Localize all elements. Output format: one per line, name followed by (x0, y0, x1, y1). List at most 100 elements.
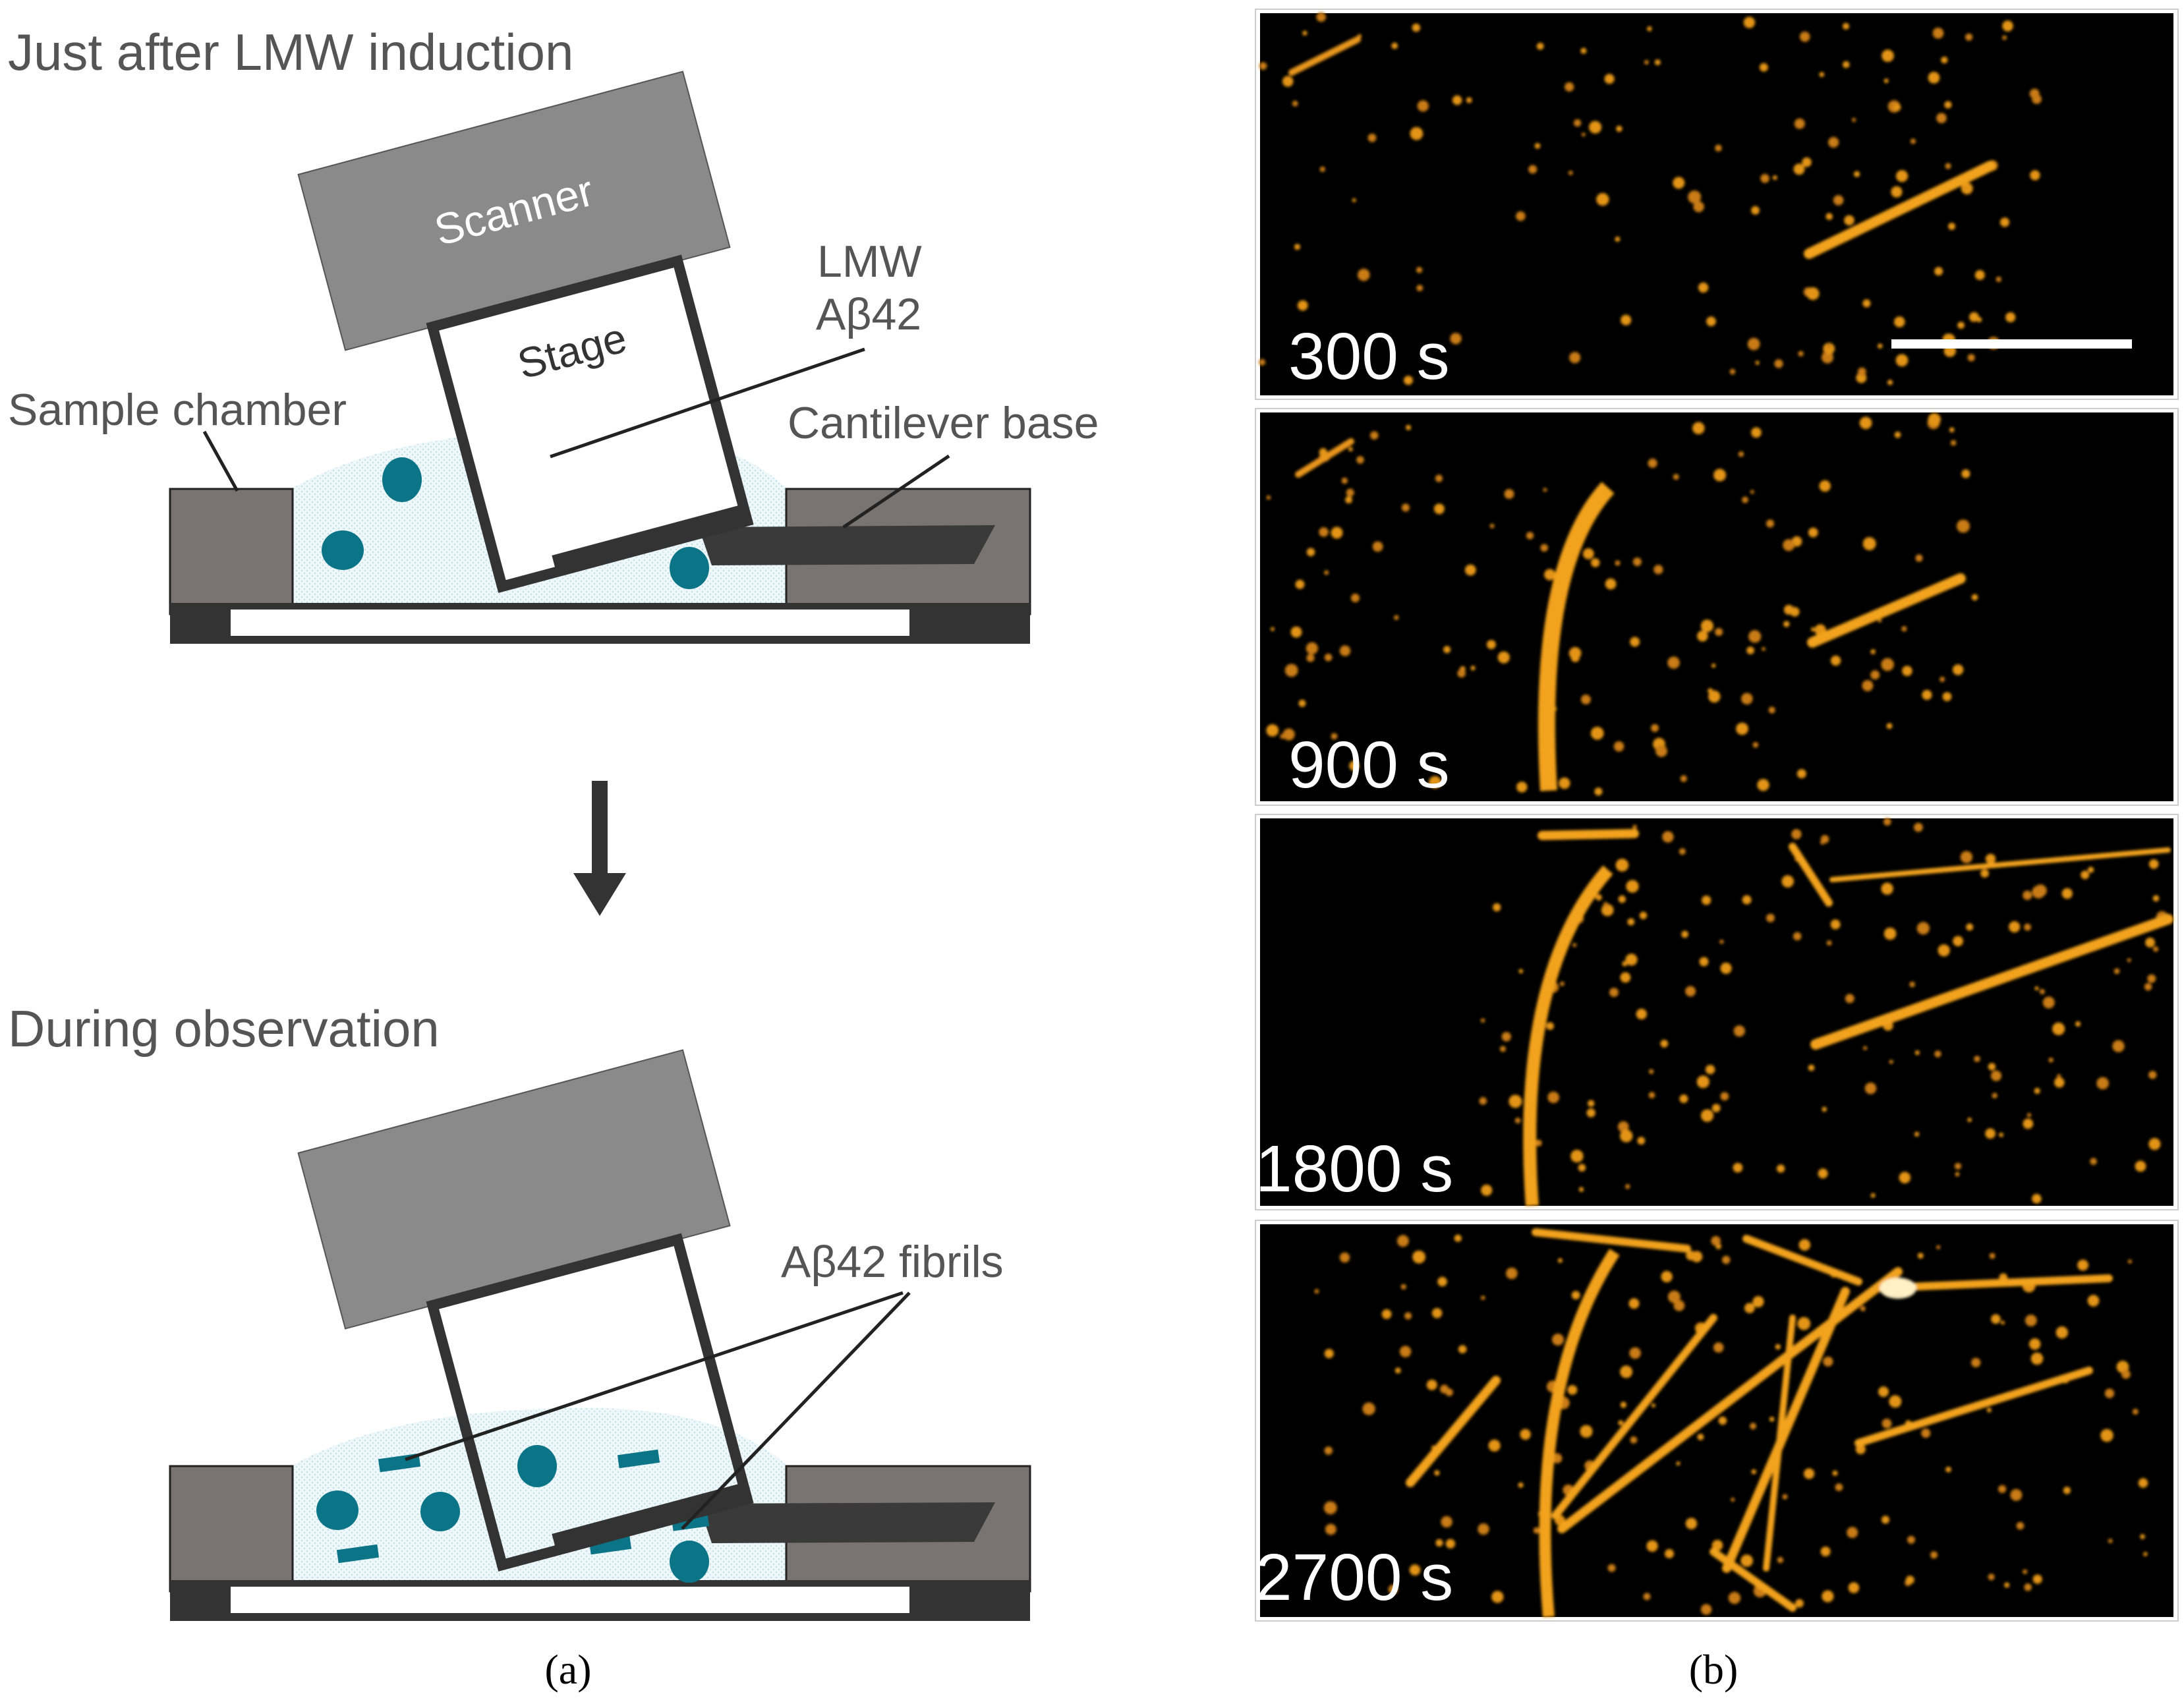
afm-speckle (1696, 1075, 1710, 1089)
afm-speckle (1416, 285, 1423, 292)
afm-speckle (2100, 1429, 2113, 1442)
afm-speckle (1859, 416, 1872, 430)
afm-speckle (1362, 1402, 1375, 1415)
afm-speckle (1298, 699, 1306, 707)
afm-frame-2700s: 2700 s (1255, 1220, 2179, 1622)
afm-speckle (1481, 1295, 1485, 1300)
afm-speckle (1729, 368, 1736, 375)
afm-speckle (1870, 670, 1880, 680)
afm-speckle (1662, 831, 1674, 843)
afm-speckle (1680, 775, 1687, 782)
lmw-label: LMW (817, 237, 922, 287)
afm-speckle (1372, 541, 1383, 552)
afm-speckle (2052, 1022, 2065, 1035)
afm-speckle (1889, 1060, 1893, 1064)
afm-speckle (1902, 666, 1912, 676)
afm-speckle (1391, 42, 1398, 49)
afm-speckle (1325, 1523, 1336, 1535)
afm-speckle (1572, 943, 1577, 948)
afm-speckle (2075, 1021, 2081, 1027)
afm-speckle (2148, 1071, 2157, 1079)
afm-speckle (1731, 1497, 1735, 1502)
afm-speckle (1945, 1466, 1951, 1473)
afm-speckle (1957, 322, 1965, 329)
afm-speckle (1752, 1295, 1764, 1308)
transition-arrow (573, 781, 626, 916)
afm-speckle (1862, 537, 1876, 551)
afm-speckle (2016, 1521, 2025, 1530)
afm-speckle (2077, 1259, 2089, 1271)
afm-speckle (1528, 165, 1537, 174)
afm-speckle (1862, 299, 1871, 308)
afm-speckle (1822, 1106, 1827, 1112)
afm-speckle (2009, 921, 2021, 933)
lmw-particle (670, 1541, 709, 1583)
afm-speckle (1648, 1092, 1655, 1098)
afm-speckle (1349, 760, 1360, 771)
scanner-stage-top: Scanner Stage (297, 71, 754, 593)
afm-speckle (1820, 835, 1829, 843)
afm-speckle (1339, 1252, 1350, 1263)
afm-speckle (1643, 1593, 1651, 1601)
afm-speckle (1961, 469, 1970, 478)
afm-speckle (1412, 23, 1421, 32)
afm-speckle (1509, 1094, 1522, 1108)
afm-speckle (2030, 170, 2040, 181)
top-title: Just after LMW induction (8, 23, 573, 81)
afm-speckle (1445, 1539, 1456, 1548)
afm-speckle (1996, 276, 2001, 283)
afm-speckle (1835, 1483, 1843, 1492)
afm-speckle (1590, 558, 1600, 567)
afm-speckle (1941, 56, 1948, 64)
afm-speckle (1434, 1470, 1440, 1476)
afm-speckle (1934, 267, 1943, 276)
afm-speckle (1580, 1425, 1593, 1438)
afm-speckle (1618, 1121, 1629, 1133)
afm-speckle (1294, 244, 1301, 250)
afm-speckle (1916, 922, 1930, 935)
afm-speckle (1673, 1300, 1685, 1311)
afm-speckle (1901, 626, 1907, 632)
afm-speckle (1466, 97, 1472, 103)
afm-speckle (1306, 642, 1318, 655)
afm-speckle (1969, 312, 1979, 322)
afm-speckle (1348, 447, 1353, 452)
afm-speckle (1783, 539, 1795, 552)
afm-speckle (1864, 1082, 1877, 1094)
afm-speckle (1783, 621, 1790, 627)
afm-speckle (1358, 268, 1370, 281)
afm-speckle (1445, 1388, 1453, 1396)
afm-speckle (2032, 1574, 2042, 1584)
afm-speckle (1751, 206, 1760, 215)
abeta42-label: Aβ42 (816, 289, 921, 339)
afm-speckle (1437, 1276, 1447, 1287)
afm-speckle (1697, 1433, 1704, 1440)
afm-speckle (1486, 640, 1496, 650)
afm-speckle (1988, 1063, 1996, 1071)
afm-speckle (1319, 166, 1325, 172)
afm-speckle (1314, 1289, 1319, 1294)
afm-speckle (1741, 693, 1753, 705)
afm-speckle (1914, 1050, 1920, 1056)
afm-speckle (1481, 1184, 1493, 1196)
afm-speckle (1883, 927, 1897, 940)
afm-speckle (1370, 431, 1379, 440)
afm-speckle (1534, 143, 1541, 149)
afm-speckle (1852, 117, 1856, 123)
afm-speckle (1280, 733, 1285, 739)
afm-speckle (1945, 163, 1951, 169)
afm-speckle (1605, 578, 1617, 590)
afm-speckle (1936, 1245, 1941, 1249)
afm-frame-900s: 900 s (1255, 408, 2179, 806)
afm-speckle (1632, 824, 1638, 830)
afm-speckle (1646, 1540, 1658, 1552)
afm-speckle (1944, 101, 1952, 109)
afm-speckle (1350, 593, 1360, 603)
afm-speckle (1590, 726, 1604, 740)
afm-speckle (1853, 171, 1860, 177)
afm-speckle (1647, 26, 1652, 32)
afm-speckle (1630, 637, 1640, 647)
afm-speckle (1282, 76, 1294, 87)
afm-speckle (2140, 1534, 2145, 1539)
